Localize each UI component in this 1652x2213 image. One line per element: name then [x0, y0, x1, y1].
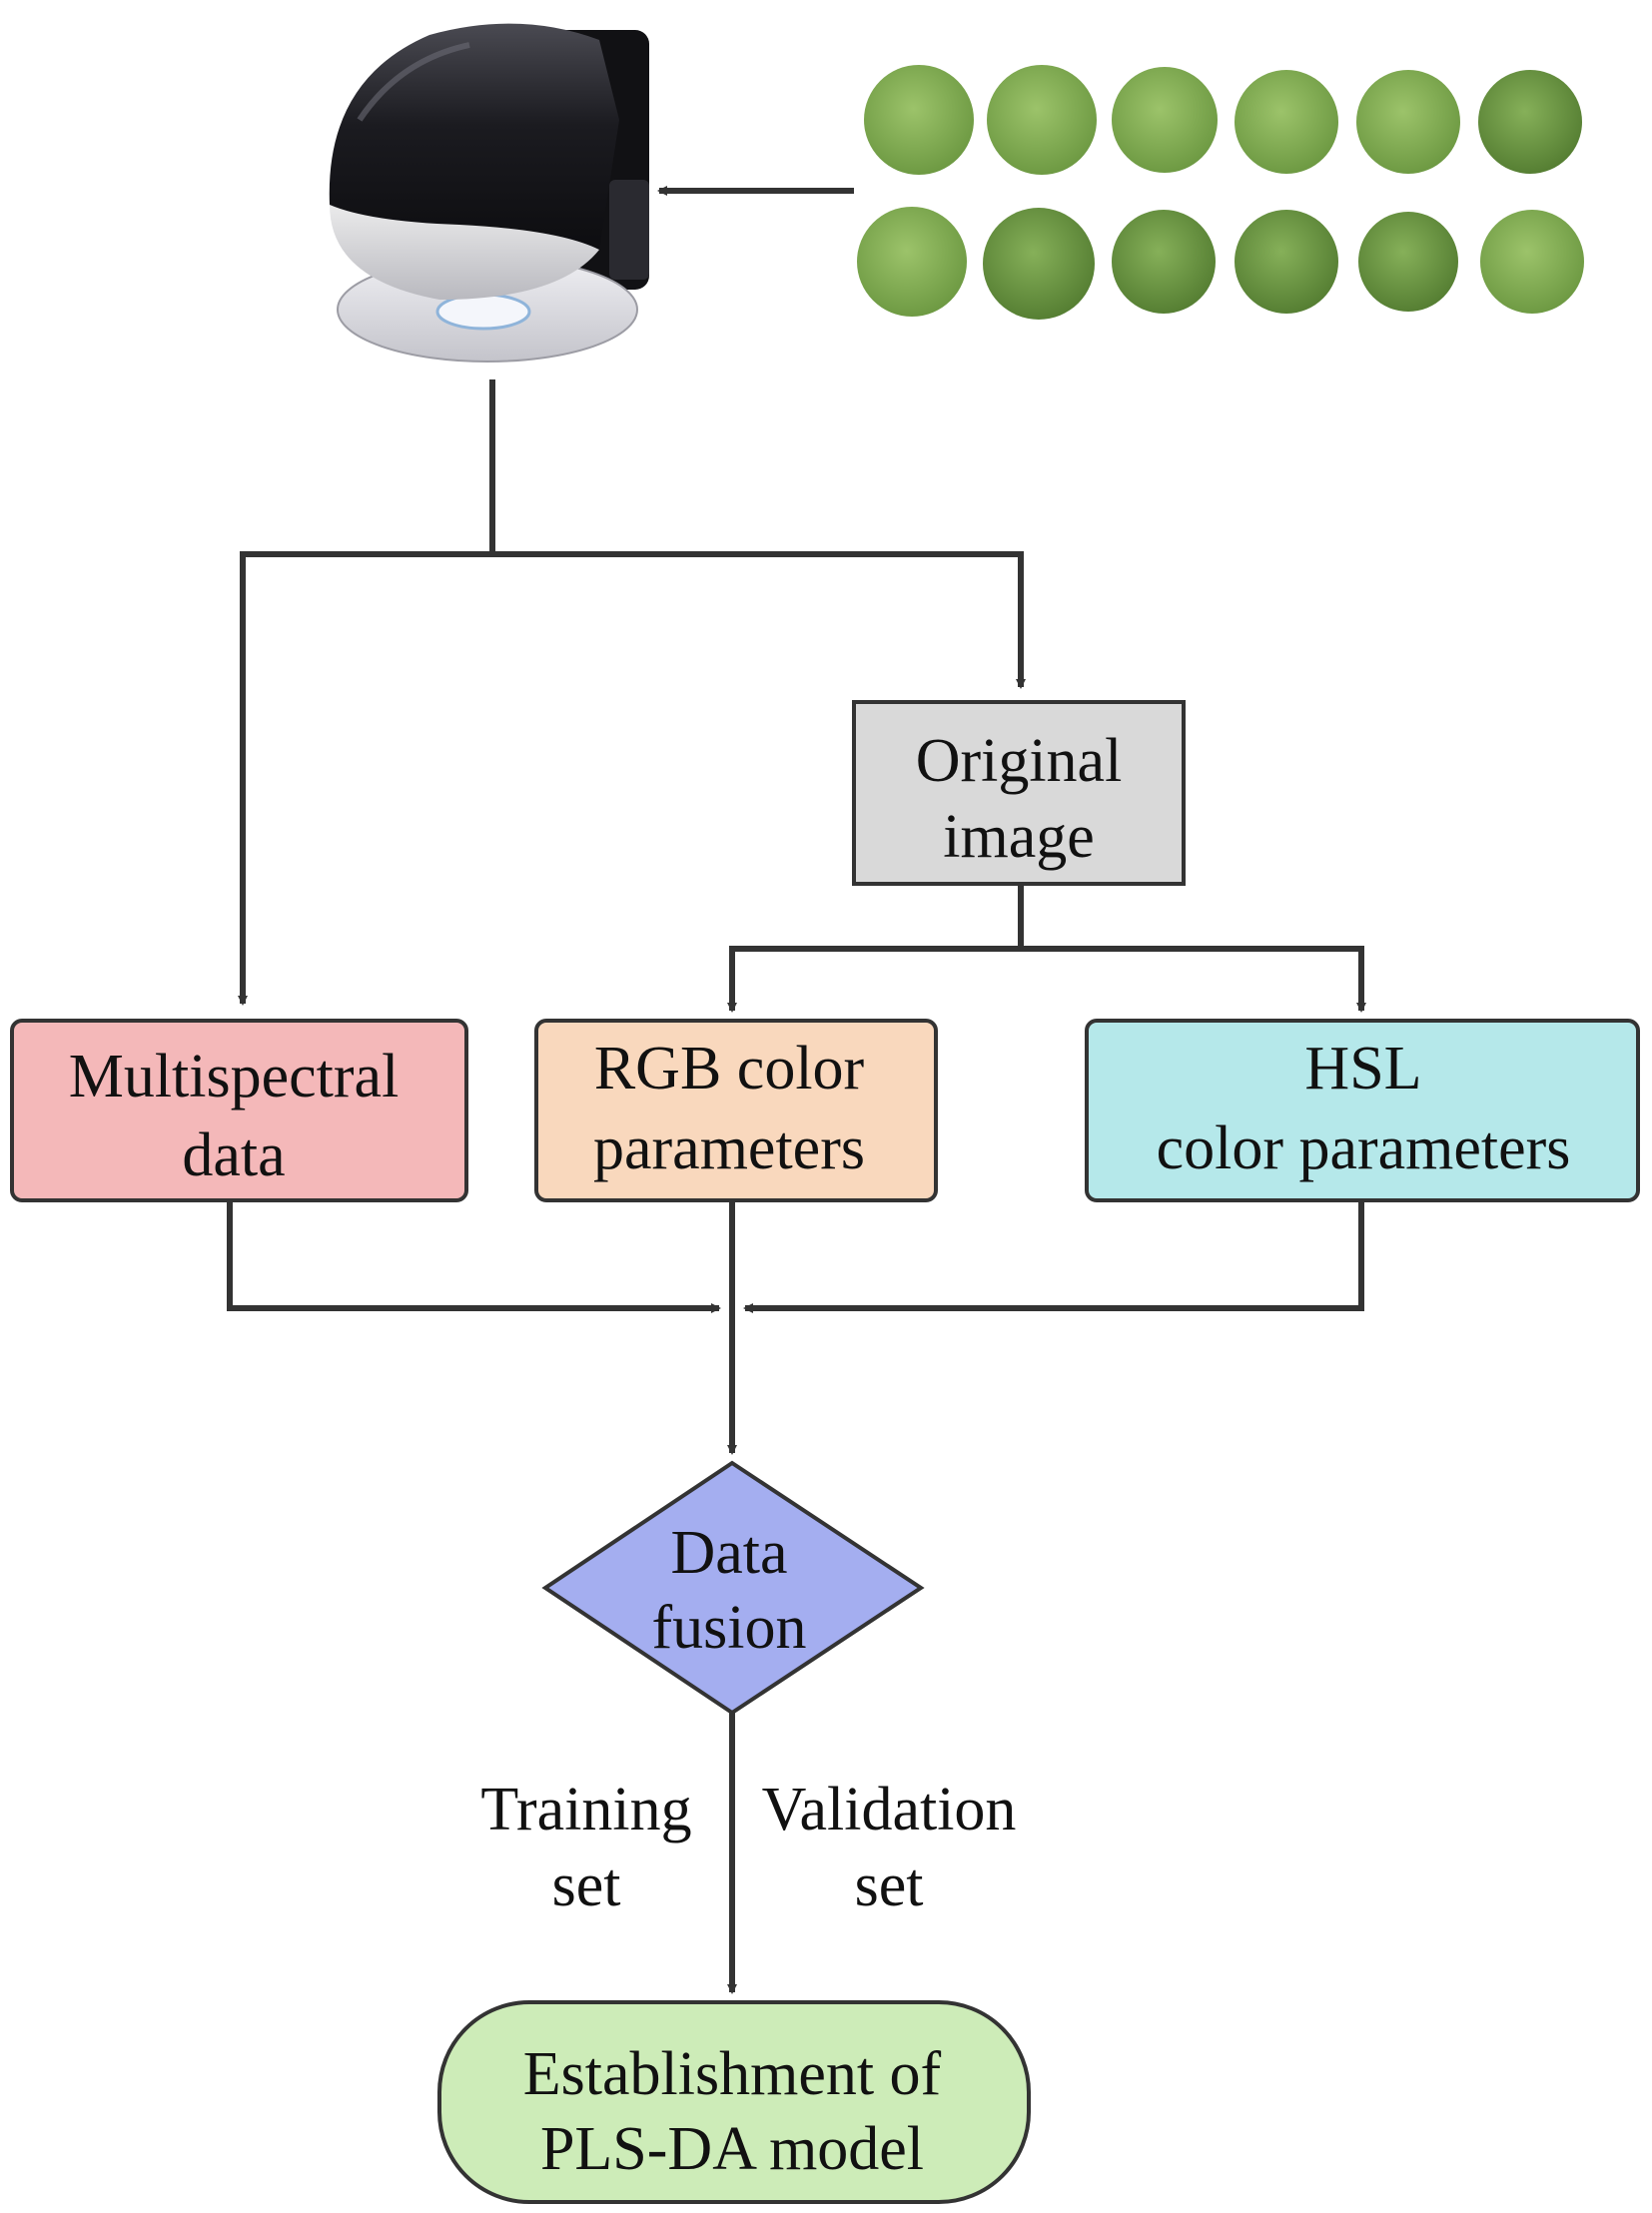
- leaf-sample-r2-6: [1480, 210, 1584, 314]
- connectors: [227, 186, 1366, 1994]
- hsl-label-line2: color parameters: [1157, 1114, 1571, 1182]
- multispectral-device-image: [329, 23, 649, 363]
- hsl-label-line1: HSL: [1304, 1035, 1421, 1103]
- node-multispectral-data: Multispectral data: [10, 1019, 468, 1202]
- leaf-sample-r1-6: [1478, 70, 1582, 174]
- original-image-label-line2: image: [943, 803, 1095, 871]
- validation-set-label-line1: Validation: [762, 1776, 1017, 1844]
- multispectral-box: [10, 1019, 468, 1202]
- rgb-label-line2: parameters: [593, 1114, 865, 1182]
- original-to-rgb-arrow: [727, 884, 1024, 1013]
- leaf-sample-r1-5: [1356, 70, 1460, 174]
- leaf-sample-r2-4: [1235, 210, 1338, 314]
- hsl-box: [1085, 1019, 1640, 1202]
- training-set-label-line1: Training: [480, 1776, 691, 1844]
- leaf-sample-r2-5: [1358, 212, 1458, 312]
- leaf-sample-r1-2: [987, 65, 1097, 175]
- hsl-to-fusion-arrow: [743, 1198, 1364, 1313]
- validation-set-label-line2: set: [855, 1851, 924, 1919]
- multispectral-label-line2: data: [182, 1121, 285, 1189]
- leaf-sample-r2-1: [857, 207, 967, 317]
- training-set-label-line2: set: [552, 1851, 621, 1919]
- plsda-box: [437, 2000, 1031, 2204]
- node-data-fusion: Data fusion: [541, 1460, 925, 1716]
- original-image-box: [852, 700, 1186, 886]
- leaf-sample-r1-4: [1235, 70, 1338, 174]
- leaf-sample-r2-3: [1112, 210, 1216, 314]
- plsda-label-line1: Establishment of: [523, 2040, 942, 2108]
- original-image-label-line1: Original: [916, 727, 1123, 795]
- node-hsl-parameters: HSL color parameters: [1085, 1019, 1640, 1202]
- multispectral-label-line1: Multispectral: [69, 1043, 400, 1110]
- rgb-label-line1: RGB color: [594, 1035, 865, 1103]
- leaf-sample-r1-1: [864, 65, 974, 175]
- device-to-multispectral-arrow: [238, 379, 495, 1006]
- multispectral-to-fusion-arrow: [227, 1198, 721, 1313]
- leaf-samples: [857, 65, 1584, 320]
- node-plsda-model: Establishment of PLS-DA model: [437, 2000, 1031, 2204]
- leaf-sample-r2-2: [983, 208, 1095, 320]
- leaf-sample-r1-3: [1112, 67, 1218, 173]
- node-rgb-parameters: RGB color parameters: [534, 1019, 938, 1202]
- original-to-hsl-arrow: [1021, 946, 1366, 1013]
- node-original-image: Original image: [852, 700, 1186, 886]
- device-to-original-image-arrow: [492, 551, 1026, 689]
- data-fusion-label-line1: Data: [670, 1519, 787, 1587]
- rgb-box: [534, 1019, 938, 1202]
- data-fusion-diamond: [541, 1460, 925, 1716]
- plsda-label-line2: PLS-DA model: [540, 2115, 924, 2183]
- data-fusion-label-line2: fusion: [652, 1594, 807, 1662]
